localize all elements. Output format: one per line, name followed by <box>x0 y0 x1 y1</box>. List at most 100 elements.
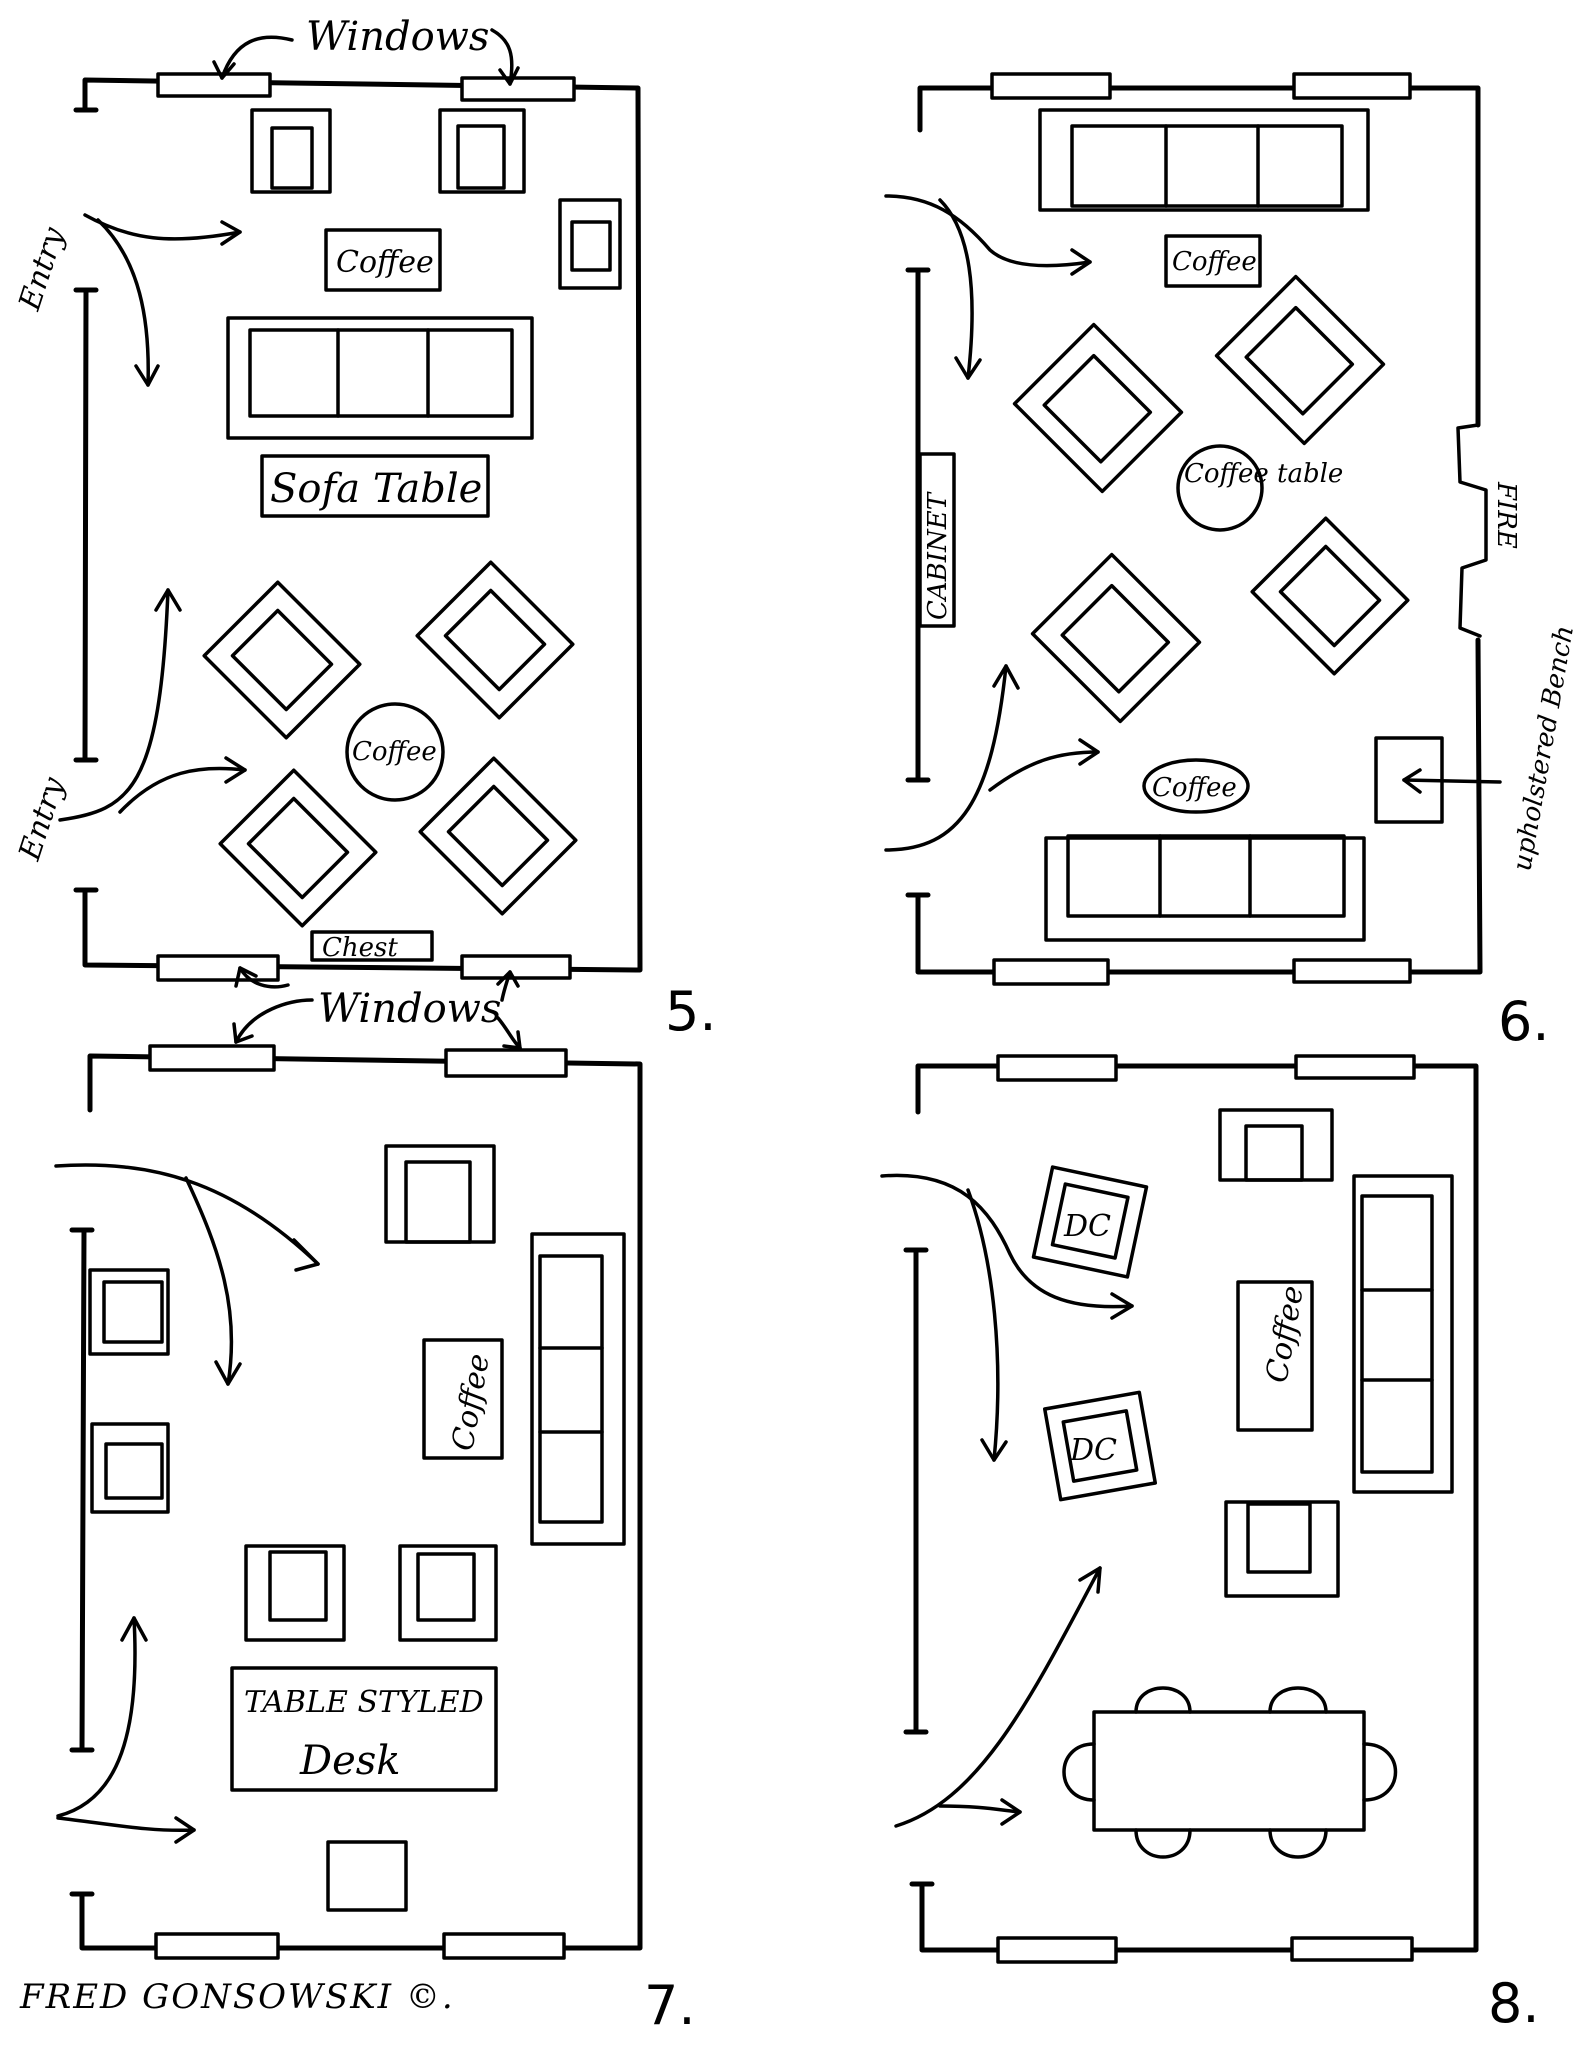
plan7-chair-desk-2 <box>398 1544 498 1642</box>
plan8-dining-chair-1 <box>1134 1686 1192 1714</box>
plan7-table-styled-desk <box>230 1666 498 1792</box>
floor-plan-7: Coffee TABLE STYLED Desk 7. <box>54 1044 696 2037</box>
windows-label-top: Windows <box>306 14 489 60</box>
plan8-dining-chair-4 <box>1268 1828 1328 1859</box>
plan8-entry-arrow-1a <box>880 1173 1134 1309</box>
plan5-chair-diamond-3 <box>218 768 378 928</box>
plan8-window-bottom-right <box>1290 1936 1414 1962</box>
windows-label-middle: Windows <box>318 986 501 1032</box>
plan8-coffee-table <box>1236 1280 1314 1432</box>
plan5-side-chair <box>558 198 622 290</box>
plan7-desk-label: Desk <box>299 1738 401 1784</box>
plan8-entry-arrow-2a <box>894 1566 1102 1828</box>
plan5-chair-diamond-1 <box>202 580 362 740</box>
plan6-window-bottom-right <box>1292 958 1412 984</box>
plan7-entry-arrow-2b <box>56 1816 196 1833</box>
plan5-entry-arrow-1b <box>96 218 150 387</box>
plan6-window-top-left <box>990 72 1112 100</box>
plan6-entry-arrow-1b <box>938 198 974 380</box>
artist-signature: FRED GONSOWSKI ©. <box>19 1977 455 2017</box>
plan5-sofa <box>226 316 534 440</box>
plan8-entry-arrow-2b <box>938 1804 1022 1814</box>
plan6-window-top-right <box>1292 72 1412 100</box>
plan7-chair-left-1 <box>88 1268 170 1356</box>
plan6-chair-diamond-4 <box>1250 516 1410 676</box>
plan5-entry-arrow-2b <box>118 766 247 814</box>
plan7-coffee-table <box>422 1338 504 1460</box>
plan6-fireplace <box>1456 423 1488 638</box>
plan7-window-top-right <box>444 1048 568 1078</box>
plan5-entry-arrow-1a <box>83 213 242 241</box>
plan5-sofa-table-label: Sofa Table <box>270 466 482 512</box>
plan8-dining-table <box>1092 1710 1366 1832</box>
plan5-chest <box>310 930 434 962</box>
plan8-dining-chair-5 <box>1062 1742 1096 1802</box>
plan8-window-bottom-left <box>996 1936 1118 1964</box>
plan5-sofa-table <box>260 454 490 518</box>
plan5-coffee-label: Coffee <box>336 245 434 280</box>
plan6-coffee-table-label: Coffee table <box>1184 459 1343 489</box>
plan6-cabinet <box>918 452 956 628</box>
plan6-number: 6. <box>1498 990 1550 1053</box>
plan8-window-top-right <box>1294 1054 1416 1080</box>
plan7-sofa <box>530 1232 626 1546</box>
plan6-chair-diamond-1 <box>1012 322 1184 494</box>
plan7-number: 7. <box>644 1974 696 2037</box>
plan6-entry-arrow-2b <box>988 750 1100 792</box>
plan7-entry-arrow-2a <box>56 1616 137 1818</box>
plan8-dining-chair-2 <box>1268 1686 1328 1714</box>
plan8-dining-chair-3 <box>1134 1828 1192 1859</box>
plan6-chair-diamond-3 <box>1030 552 1202 724</box>
plan6-sofa-top <box>1038 108 1370 212</box>
plan7-coffee-label: Coffee <box>445 1351 496 1453</box>
plan7-desk-chair <box>326 1840 408 1912</box>
plan5-chest-label: Chest <box>322 933 398 963</box>
plan6-bench-label: upholstered Bench <box>1507 623 1580 873</box>
plan8-dc-chair-2 <box>1042 1390 1158 1502</box>
plan6-oval-coffee-table <box>1142 758 1250 814</box>
plan7-window-bottom-left <box>154 1932 280 1960</box>
plan5-walls <box>82 77 643 973</box>
plan7-chair-desk-1 <box>244 1544 346 1642</box>
plan5-round-coffee-table <box>345 702 445 802</box>
plan5-number: 5. <box>665 980 717 1043</box>
plan8-window-top-left <box>996 1054 1118 1082</box>
plan5-chair-1 <box>250 108 332 194</box>
plan6-coffee-table-top <box>1164 234 1262 288</box>
plan8-number: 8. <box>1488 1972 1540 2035</box>
plan5-chair-diamond-4 <box>418 756 578 916</box>
plan5-coffee-table <box>324 228 442 292</box>
plan6-chair-diamond-2 <box>1214 274 1386 446</box>
plan5-entry-arrow-2a <box>58 588 170 822</box>
plan7-walls <box>79 1053 643 1951</box>
plan7-chair-left-2 <box>90 1422 170 1514</box>
plan5-round-coffee-label: Coffee <box>352 737 437 767</box>
plan6-window-bottom-left <box>992 958 1110 986</box>
plan6-cabinet-label: CABINET <box>923 491 953 620</box>
plan7-table-styled-label: TABLE STYLED <box>244 1685 484 1720</box>
plan5-chair-2 <box>438 108 526 194</box>
plan8-coffee-label: Coffee <box>1259 1283 1310 1385</box>
plan8-entry-arrow-1b <box>966 1188 1000 1462</box>
plan6-entry-arrow-1a <box>884 194 1092 268</box>
floor-plan-8: Coffee DC DC 8. <box>880 1054 1540 2035</box>
plan6-entry-arrow-2a <box>884 664 1008 852</box>
plan6-fire-label: FIRE <box>1491 481 1521 549</box>
plan8-dc-label-1: DC <box>1063 1209 1111 1244</box>
plan5-window-bottom-right <box>460 954 572 980</box>
floor-plan-6: Coffee CABINET FIRE Coffee table upholst… <box>884 72 1580 1053</box>
plan6-coffee-label-bottom: Coffee <box>1152 773 1237 803</box>
windows-label-middle-group: Windows <box>232 966 522 1050</box>
plan8-dc-label-2: DC <box>1069 1433 1117 1468</box>
plan7-entry-arrow-1b <box>184 1176 234 1386</box>
plan7-window-bottom-right <box>442 1932 566 1960</box>
plan6-round-coffee-table <box>1176 444 1264 532</box>
plan8-chair-top <box>1218 1108 1334 1182</box>
plan5-entry-label-1: Entry <box>12 222 72 315</box>
plan5-window-bottom-left <box>156 954 280 982</box>
floor-plan-5: Chest Coffee Sofa Table <box>12 14 717 1043</box>
plan5-window-top-left <box>156 72 272 98</box>
plan8-walls <box>913 1063 1479 1953</box>
plan6-coffee-label-top: Coffee <box>1172 247 1257 277</box>
